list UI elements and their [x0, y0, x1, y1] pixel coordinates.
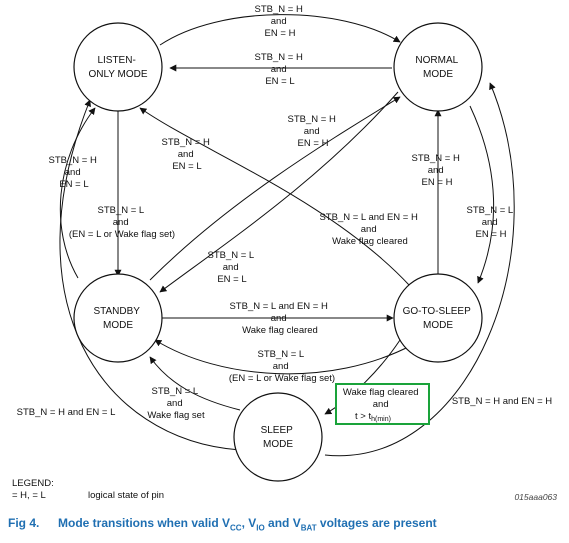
label-gts-to-standby: STB_N = L and (EN = L or Wake flag set)	[229, 349, 335, 384]
label-normal-to-listen: STB_N = H and EN = L	[255, 52, 306, 87]
state-standby	[73, 273, 163, 363]
transition-arrows	[59, 14, 515, 457]
figure-caption: Fig 4. Mode transitions when valid VCC, V…	[8, 516, 437, 532]
state-listen-only-label: LISTEN- ONLY MODE	[88, 55, 147, 80]
arrow-listen-to-normal	[159, 14, 401, 46]
highlight-box	[335, 383, 430, 425]
state-sleep	[233, 392, 323, 482]
label-standby-to-normal: STB_N = H and EN = H	[288, 114, 339, 149]
legend-symbols: = H, = L	[12, 490, 46, 501]
state-go-to-sleep-label: GO-TO-SLEEP MODE	[403, 306, 474, 331]
legend-meaning: logical state of pin	[88, 490, 164, 501]
arrow-sleep-to-listen	[59, 99, 241, 451]
arrow-gts-to-standby	[154, 339, 413, 375]
legend-title: LEGEND:	[12, 478, 54, 489]
label-normal-to-standby: STB_N = L and EN = L	[207, 250, 256, 285]
state-normal-label: NORMAL MODE	[415, 55, 460, 80]
label-listen-to-normal: STB_N = H and EN = H	[255, 4, 306, 39]
label-listen-to-standby: STB_N = L and (EN = L or Wake flag set)	[69, 205, 175, 240]
label-standby-to-listen: STB_N = H and EN = L	[49, 155, 100, 190]
state-go-to-sleep	[393, 273, 483, 363]
arrow-standby-to-listen	[59, 107, 96, 279]
caption-number: Fig 4.	[8, 516, 40, 530]
label-gts-to-normal: STB_N = H and EN = H	[412, 153, 463, 188]
state-standby-label: STANDBY MODE	[93, 306, 142, 331]
label-sleep-to-listen: STB_N = H and EN = L	[17, 407, 116, 418]
arrow-standby-to-normal	[149, 96, 401, 281]
arrow-normal-to-gts	[469, 105, 495, 284]
label-normal-to-gts: STB_N = L and EN = H	[466, 205, 515, 240]
state-sleep-label: SLEEP MODE	[261, 425, 296, 450]
arrow-gts-to-listen	[139, 107, 411, 287]
arrow-gts-to-sleep	[324, 339, 401, 415]
label-standby-to-gts: STB_N = L and EN = H and Wake flag clear…	[229, 301, 330, 336]
arrow-sleep-to-normal	[324, 82, 515, 457]
state-listen-only	[73, 22, 163, 112]
arrow-sleep-to-standby	[149, 356, 241, 411]
figure-id: 015aaa063	[514, 492, 557, 502]
arrow-normal-to-standby	[159, 91, 399, 293]
state-normal	[393, 22, 483, 112]
label-sleep-to-standby: STB_N = L and Wake flag set	[147, 386, 205, 421]
label-sleep-to-normal: STB_N = H and EN = H	[452, 396, 552, 407]
caption-text: Mode transitions when valid VCC, VIO and…	[58, 516, 437, 533]
label-gts-to-sleep: Wake flag cleared and t > th(min)	[343, 387, 421, 423]
label-gts-to-listen: STB_N = H and EN = L	[162, 137, 213, 172]
label-listen-to-gts: STB_N = L and EN = H and Wake flag clear…	[319, 212, 420, 247]
mode-transition-diagram: LISTEN- ONLY MODE NORMAL MODE STANDBY MO…	[12, 4, 557, 502]
